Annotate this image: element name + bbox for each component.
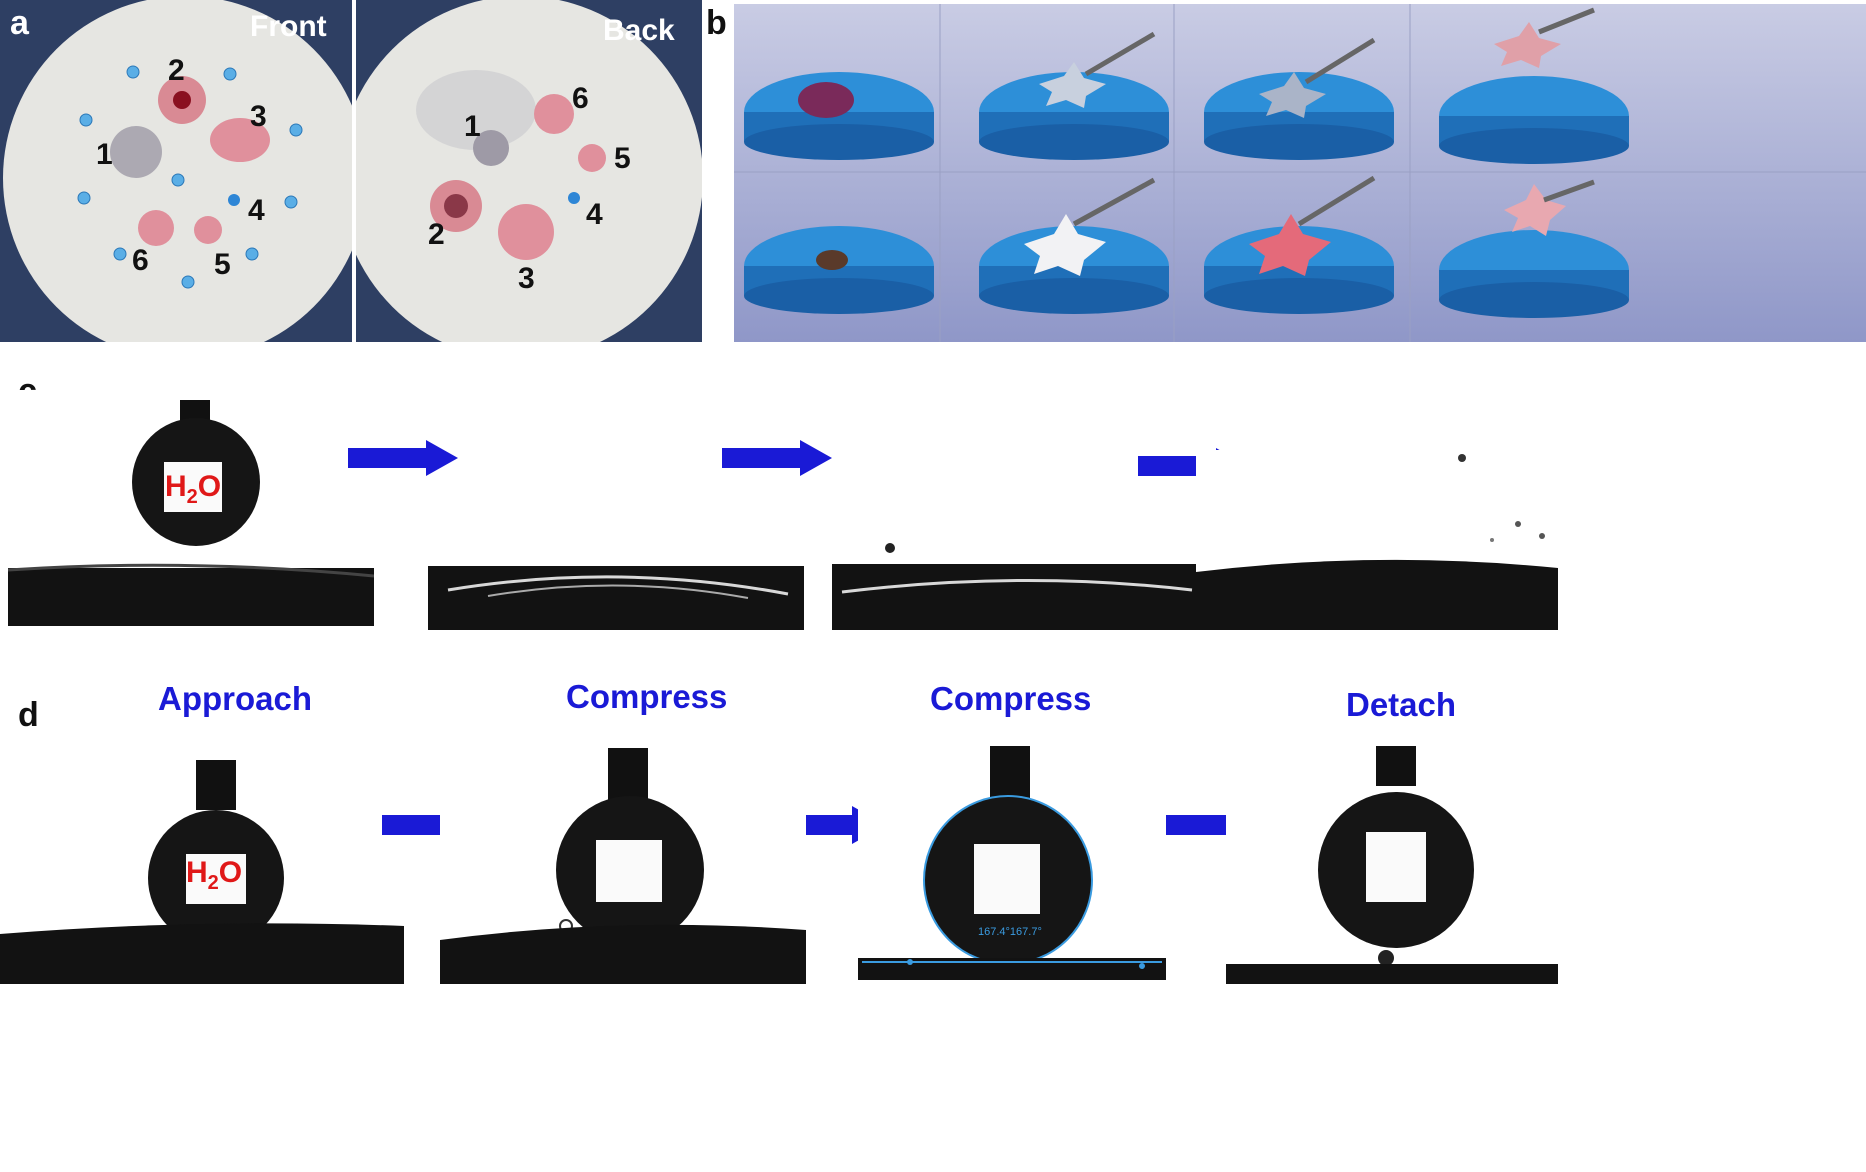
panel-d-frame-compress-1 — [440, 744, 806, 984]
step-compress-2-title: Compress — [930, 680, 1092, 717]
back-label-4: 4 — [586, 198, 603, 231]
front-label-3: 3 — [250, 100, 267, 133]
step-detach-title: Detach — [1346, 686, 1457, 723]
front-label-2: 2 — [168, 54, 185, 87]
panel-c-frame-1 — [8, 390, 374, 630]
back-title: Back — [603, 14, 675, 47]
petri-dish-sequence — [734, 4, 1866, 342]
front-label-5: 5 — [214, 248, 231, 281]
panel-d-frame-compress-2 — [858, 744, 1166, 980]
panel-a-letter: a — [10, 4, 29, 42]
front-label-4: 4 — [248, 194, 265, 227]
back-label-1: 1 — [464, 110, 481, 143]
panel-c-arrow-2 — [722, 440, 832, 476]
step-compress-1-title: Compress — [566, 678, 728, 715]
back-label-3: 3 — [518, 262, 535, 295]
contact-angle-readout: 167.4°167.7° — [978, 926, 1042, 938]
panel-c-arrow-1 — [348, 440, 458, 476]
panel-a-front-photo — [0, 0, 352, 342]
panel-d-frame-approach — [0, 750, 404, 984]
front-title: Front — [250, 10, 327, 43]
panel-d-letter: d — [18, 696, 39, 734]
panel-a-back-photo — [356, 0, 702, 342]
back-label-5: 5 — [614, 142, 631, 175]
droplet-above-surface — [8, 400, 374, 626]
front-label-1: 1 — [96, 138, 113, 171]
panel-d-frame-detach — [1226, 744, 1558, 984]
droplet-detach — [1226, 746, 1558, 984]
panel-b-photo-grid — [734, 4, 1866, 342]
panel-c-frame-4 — [1196, 450, 1558, 630]
panel-d-h2o-label: H2O — [186, 856, 243, 894]
surface-frame-4 — [1196, 454, 1558, 630]
front-label-6: 6 — [132, 244, 149, 277]
droplet-compress-1 — [440, 748, 806, 984]
panel-b-letter: b — [706, 4, 727, 42]
panel-c-h2o-label: H2O — [165, 470, 222, 508]
front-filter-paper — [3, 0, 352, 342]
droplet-approach — [0, 760, 404, 984]
droplet-compress-2 — [858, 746, 1166, 980]
panel-c-frame-3 — [832, 540, 1206, 630]
surface-frame-3 — [832, 543, 1206, 630]
panel-c-frame-2 — [428, 560, 804, 630]
back-label-6: 6 — [572, 82, 589, 115]
surface-frame-2 — [428, 566, 804, 630]
back-label-2: 2 — [428, 218, 445, 251]
step-approach-title: Approach — [158, 680, 313, 717]
back-filter-paper — [356, 0, 702, 342]
